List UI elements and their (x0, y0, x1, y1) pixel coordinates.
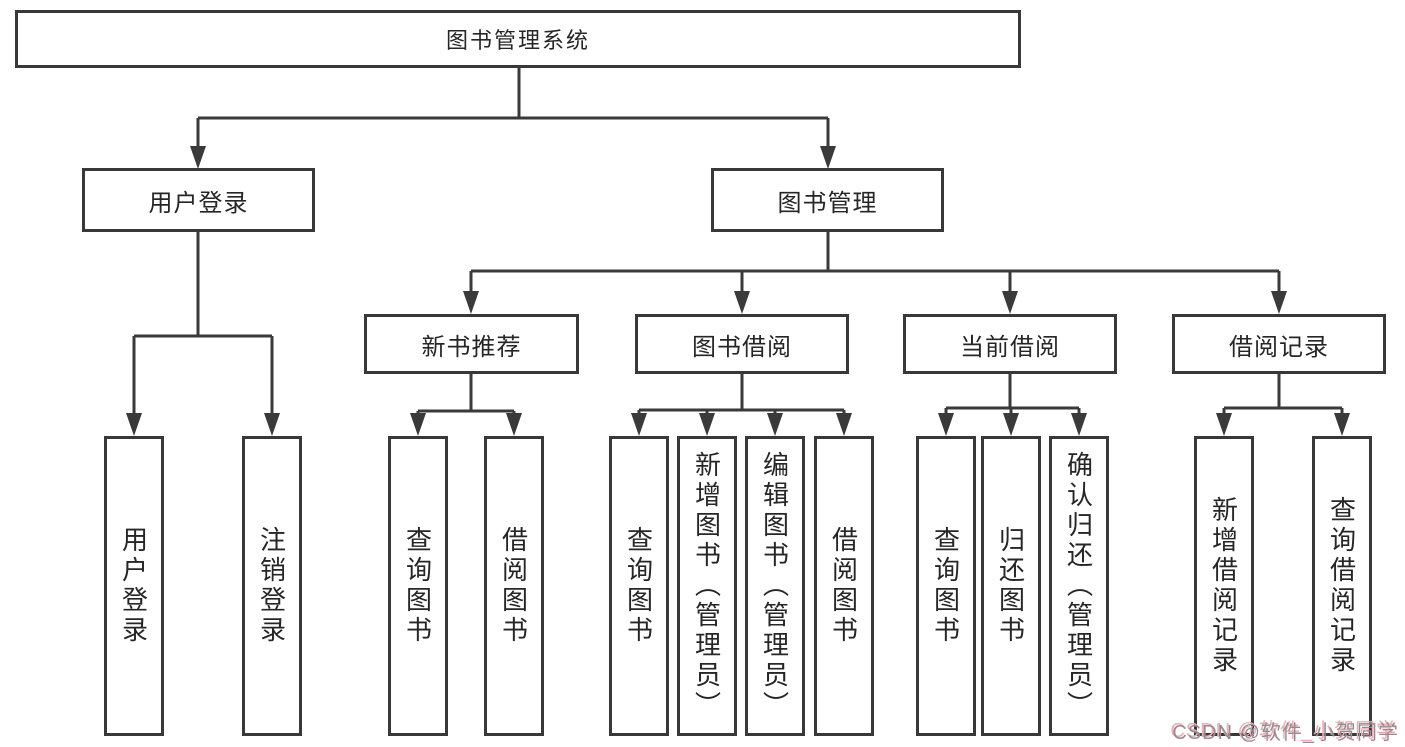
leaf-edit-book-admin: 编辑图书（管理员） (745, 436, 805, 736)
leaf-borrow-books-borrow: 借阅图书 (814, 436, 874, 736)
leaf-query-books-borrow: 查询图书 (609, 436, 669, 736)
leaf-query-books-current: 查询图书 (916, 436, 976, 736)
arrowheads (126, 146, 1350, 436)
csdn-watermark: CSDN @软件_小贺同学 (1172, 722, 1399, 744)
node-borrowing-records: 借阅记录 (1172, 314, 1386, 374)
leaf-query-books-recommend: 查询图书 (388, 436, 448, 736)
leaf-add-borrow-record: 新增借阅记录 (1194, 436, 1254, 736)
node-new-book-recommendation: 新书推荐 (364, 314, 579, 374)
node-book-management: 图书管理 (711, 168, 944, 232)
leaf-add-book-admin: 新增图书（管理员） (677, 436, 737, 736)
leaf-query-borrow-record: 查询借阅记录 (1312, 436, 1372, 736)
leaf-borrow-books-recommend: 借阅图书 (484, 436, 544, 736)
leaf-return-book: 归还图书 (981, 436, 1041, 736)
node-user-login: 用户登录 (82, 168, 315, 232)
node-library-management-system: 图书管理系统 (15, 10, 1021, 68)
node-book-borrowing: 图书借阅 (635, 314, 849, 374)
node-current-borrowing: 当前借阅 (903, 314, 1117, 374)
leaf-user-login: 用户登录 (104, 436, 164, 736)
leaf-logout: 注销登录 (242, 436, 302, 736)
leaf-confirm-return-admin: 确认归还（管理员） (1049, 436, 1109, 736)
